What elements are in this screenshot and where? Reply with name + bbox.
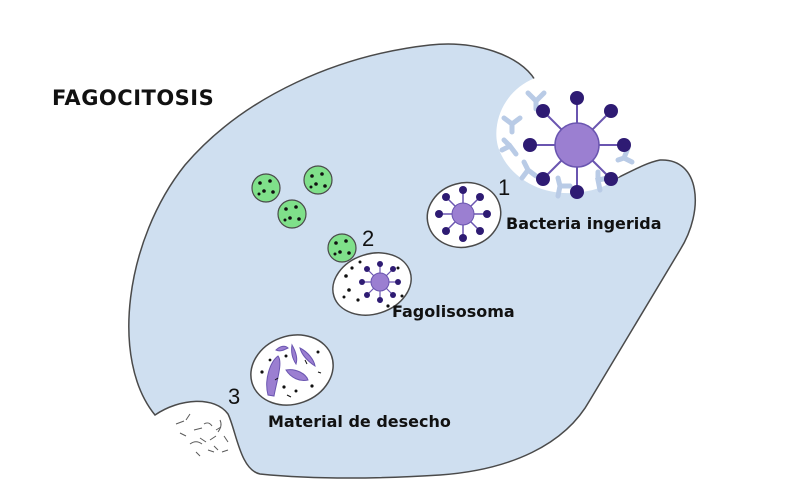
label-waste-material: Material de desecho	[268, 412, 451, 431]
receptor	[519, 159, 539, 181]
lysosome	[327, 233, 357, 263]
lysosome	[303, 165, 333, 195]
residual-body	[250, 334, 334, 406]
receptor	[501, 115, 523, 135]
lysosome-group	[251, 165, 357, 263]
step-number-1: 1	[498, 175, 511, 200]
diagram-title: FAGOCITOSIS	[52, 86, 215, 110]
receptor	[499, 137, 519, 157]
label-ingested-bacteria: Bacteria ingerida	[506, 214, 662, 233]
phagolysosome	[332, 252, 412, 316]
receptor	[555, 175, 573, 199]
receptor-group	[499, 90, 635, 199]
step-number-3: 3	[228, 384, 241, 409]
step-number-2: 2	[362, 226, 375, 251]
label-phagolysosome: Fagolisosoma	[392, 302, 515, 321]
bacterium-large	[523, 91, 631, 199]
phagosome	[426, 181, 502, 249]
lysosome	[251, 173, 281, 203]
receptor	[525, 90, 547, 112]
lysosome	[277, 199, 307, 229]
expelled-debris	[175, 413, 229, 457]
